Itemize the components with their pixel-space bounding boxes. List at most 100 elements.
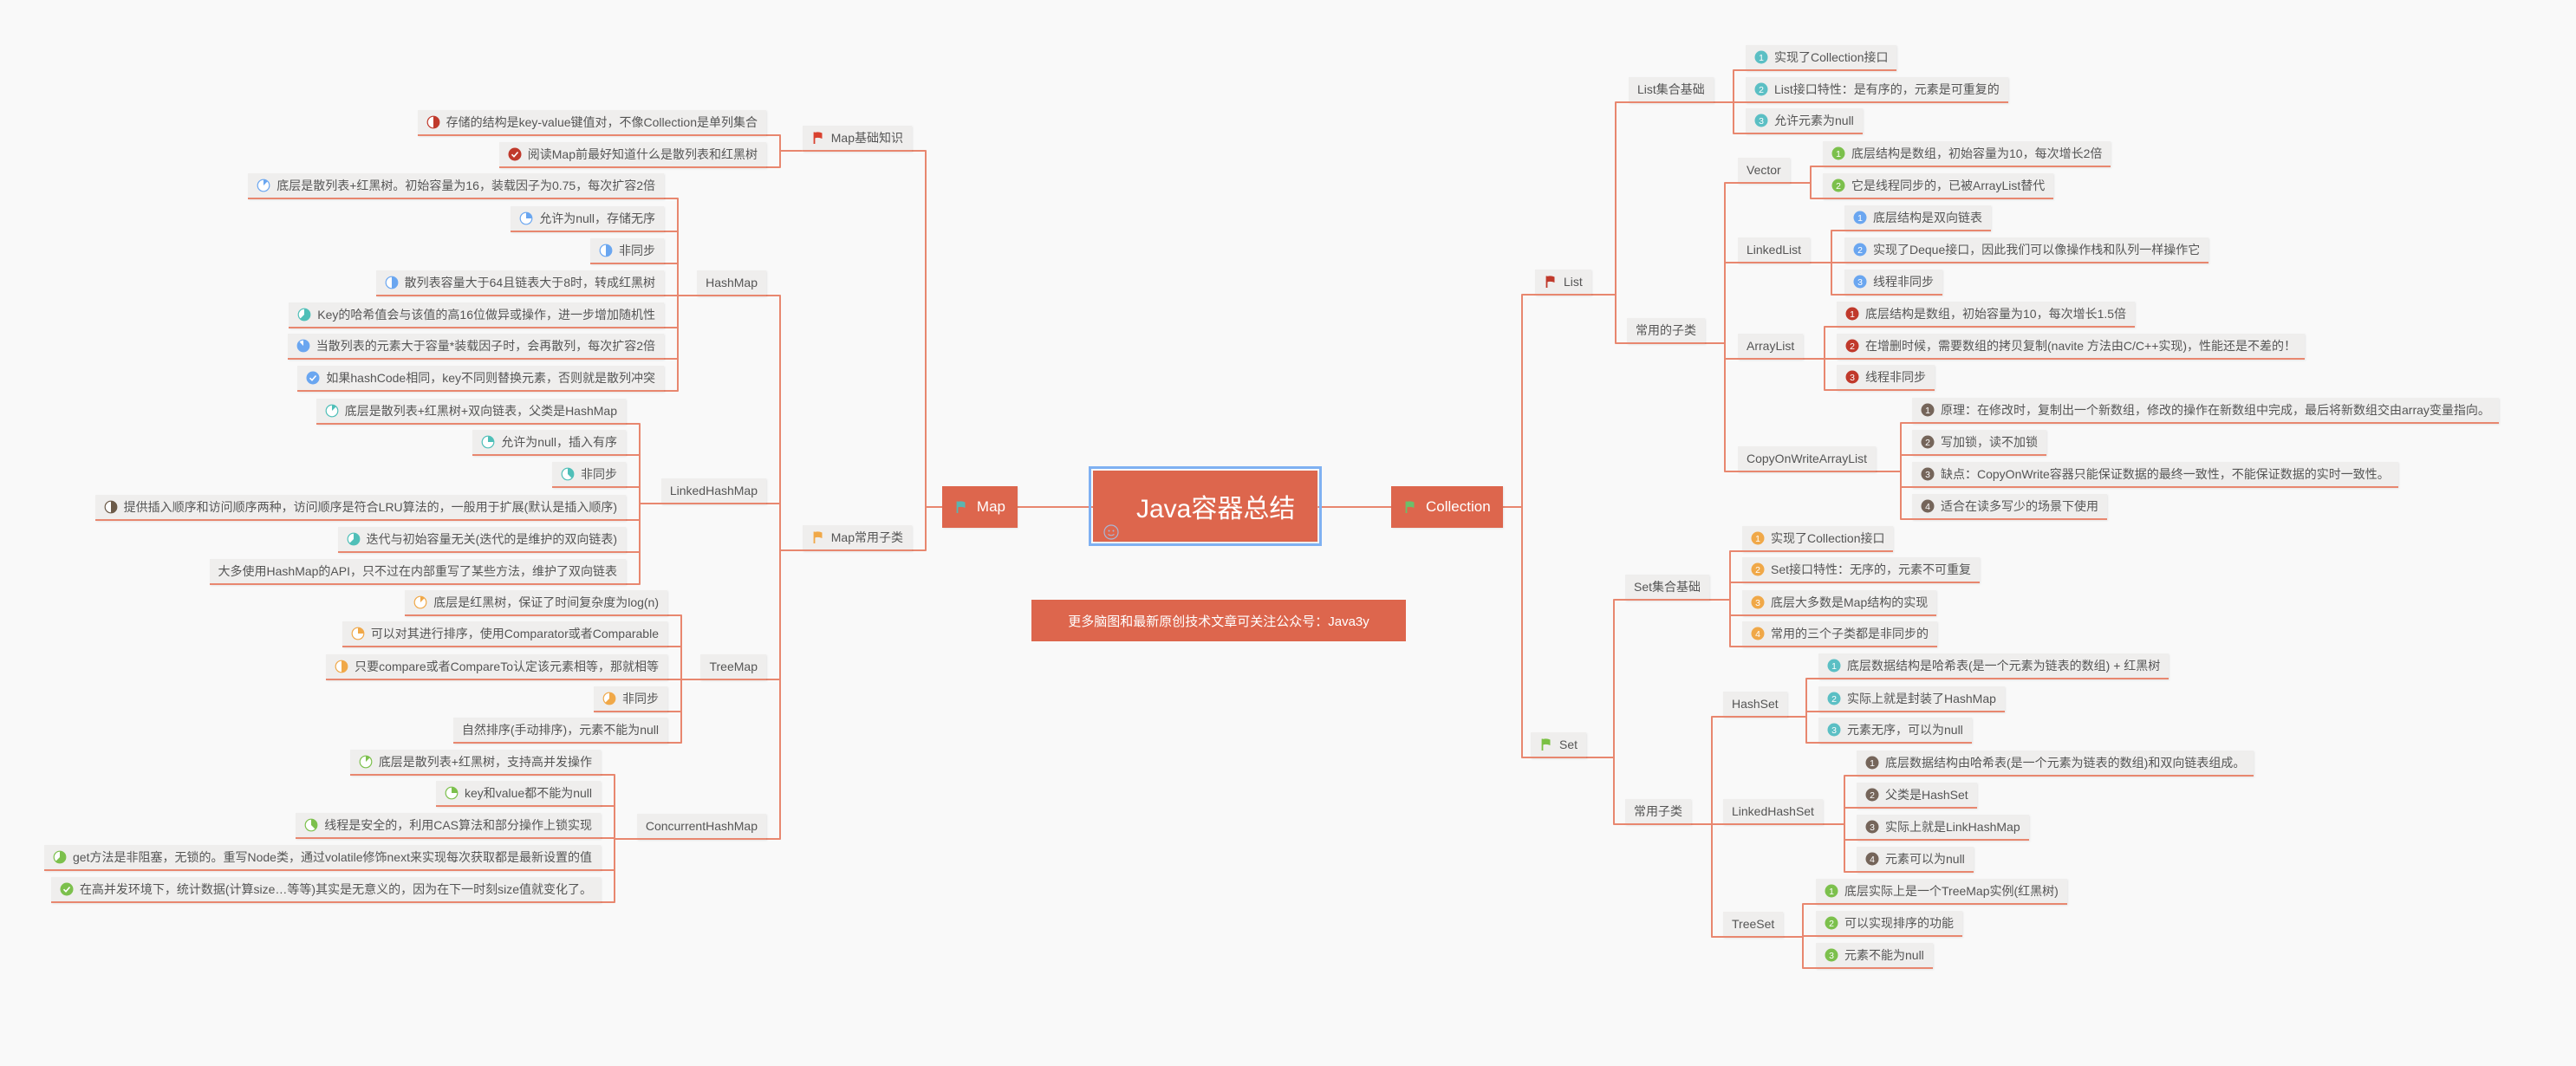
subtopic[interactable]: TreeSet — [1723, 912, 1784, 938]
topic-item[interactable]: 大多使用HashMap的API，只不过在内部重写了某些方法，维护了双向链表 — [209, 559, 626, 585]
subtopic[interactable]: HashSet — [1723, 692, 1787, 718]
topic-label: key和value都不能为null — [464, 786, 592, 800]
topic-label: 线程是安全的，利用CAS算法和部分操作上锁实现 — [324, 818, 592, 832]
task-progress-icon — [347, 532, 361, 546]
priority-3-icon: 3 — [1754, 114, 1768, 127]
subtopic[interactable]: HashMap — [697, 270, 766, 296]
main-topic[interactable]: Map — [941, 486, 1018, 528]
topic-item[interactable]: key和value都不能为null — [435, 781, 601, 807]
branch-connector — [667, 679, 701, 712]
topic-item[interactable]: 线程是安全的，利用CAS算法和部分操作上锁实现 — [296, 813, 601, 839]
priority-4-icon: 4 — [1865, 852, 1879, 866]
flag-icon — [1539, 738, 1553, 751]
task-progress-icon — [445, 786, 459, 800]
topic-item[interactable]: 迭代与初始容量无关(迭代的是维护的双向链表) — [337, 527, 626, 553]
subtopic[interactable]: LinkedHashSet — [1723, 799, 1823, 825]
main-topic[interactable]: Collection — [1391, 486, 1503, 528]
topic-label: 底层实际上是一个TreeMap实例(红黑树) — [1844, 884, 2059, 898]
subtopic[interactable]: LinkedHashMap — [660, 478, 766, 504]
topic-item[interactable]: 非同步 — [594, 686, 667, 712]
topic-item[interactable]: Key的哈希值会与该值的高16位做异或操作，进一步增加随机性 — [289, 302, 664, 328]
subtopic[interactable]: CopyOnWriteArrayList — [1738, 446, 1877, 472]
svg-text:3: 3 — [1870, 822, 1875, 833]
subtopic[interactable]: ArrayList — [1738, 334, 1804, 360]
topic-item[interactable]: 底层是散列表+红黑树。初始容量为16，装载因子为0.75，每次扩容2倍 — [248, 173, 664, 199]
subtopic[interactable]: List — [1535, 270, 1591, 296]
central-topic[interactable]: Java容器总结 — [1088, 466, 1323, 546]
topic-item[interactable]: 非同步 — [552, 462, 626, 488]
topic-item[interactable]: 允许为null，插入有序 — [472, 430, 626, 456]
subtopic[interactable]: ConcurrentHashMap — [636, 814, 766, 840]
topic-item[interactable]: 自然排序(手动排序)，元素不能为null — [452, 718, 667, 744]
topic-item[interactable]: 散列表容量大于64且链表大于8时，转成红黑树 — [375, 270, 664, 296]
topic-label: 底层结构是双向链表 — [1873, 211, 1982, 224]
subtopic[interactable]: Vector — [1738, 158, 1790, 184]
subtopic[interactable]: Set集合基础 — [1625, 575, 1710, 601]
topic-label: LinkedHashSet — [1732, 804, 1814, 818]
topic-item[interactable]: get方法是非阻塞，无锁的。重写Node类，通过volatile修饰next来实… — [44, 845, 601, 871]
topic-item[interactable]: 阅读Map前最好知道什么是散列表和红黑树 — [498, 142, 766, 168]
subtopic[interactable]: List集合基础 — [1629, 77, 1714, 103]
subtopic[interactable]: 常用的子类 — [1627, 318, 1705, 344]
priority-2-icon: 2 — [1831, 179, 1845, 192]
topic-item[interactable]: 非同步 — [590, 238, 664, 264]
subtopic[interactable]: TreeMap — [700, 654, 766, 680]
topic-item[interactable]: 在高并发环境下，统计数据(计算size…等等)其实是无意义的，因为在下一时刻si… — [50, 877, 601, 903]
subtopic[interactable]: Map常用子类 — [802, 525, 912, 551]
topic-label: 可以对其进行排序，使用Comparator或者Comparable — [370, 627, 659, 640]
priority-2-icon: 2 — [1921, 435, 1935, 449]
topic-item[interactable]: 底层是散列表+红黑树，支持高并发操作 — [349, 750, 601, 776]
subtopic[interactable]: Map基础知识 — [802, 126, 912, 152]
branch-connector — [1705, 182, 1738, 344]
subtopic[interactable]: 常用子类 — [1625, 799, 1691, 825]
topic-item[interactable]: 允许为null，存储无序 — [511, 206, 664, 232]
topic-label: 常用的子类 — [1636, 323, 1696, 337]
branch-connector — [1786, 678, 1818, 718]
topic-item[interactable]: 当散列表的元素大于容量*装载因子时，会再散列，每次扩容2倍 — [287, 334, 664, 360]
topic-item[interactable]: 提供插入顺序和访问顺序两种，访问顺序是符合LRU算法的，一般用于扩展(默认是插入… — [94, 495, 626, 521]
subtopic[interactable]: Set — [1531, 732, 1587, 758]
branch-connector — [1590, 101, 1629, 296]
topic-item[interactable]: 只要compare或者CompareTo认定该元素相等，那就相等 — [326, 654, 667, 680]
svg-text:4: 4 — [1870, 855, 1875, 865]
topic-item[interactable]: 可以对其进行排序，使用Comparator或者Comparable — [342, 621, 667, 647]
topic-label: 线程非同步 — [1873, 275, 1934, 289]
subtopic[interactable]: LinkedList — [1738, 237, 1811, 263]
branch-connector — [664, 231, 698, 296]
topic-item[interactable]: 如果hashCode相同，key不同则替换元素，否则就是散列冲突 — [297, 366, 664, 392]
branch-connector — [667, 614, 701, 680]
branch-connector — [667, 646, 701, 680]
topic-item[interactable]: 底层是散列表+红黑树+双向链表，父类是HashMap — [315, 399, 626, 425]
topic-item[interactable]: 底层是红黑树，保证了时间复杂度为log(n) — [405, 590, 667, 616]
topic-item[interactable]: 存储的结构是key-value键值对，不像Collection是单列集合 — [417, 110, 766, 136]
